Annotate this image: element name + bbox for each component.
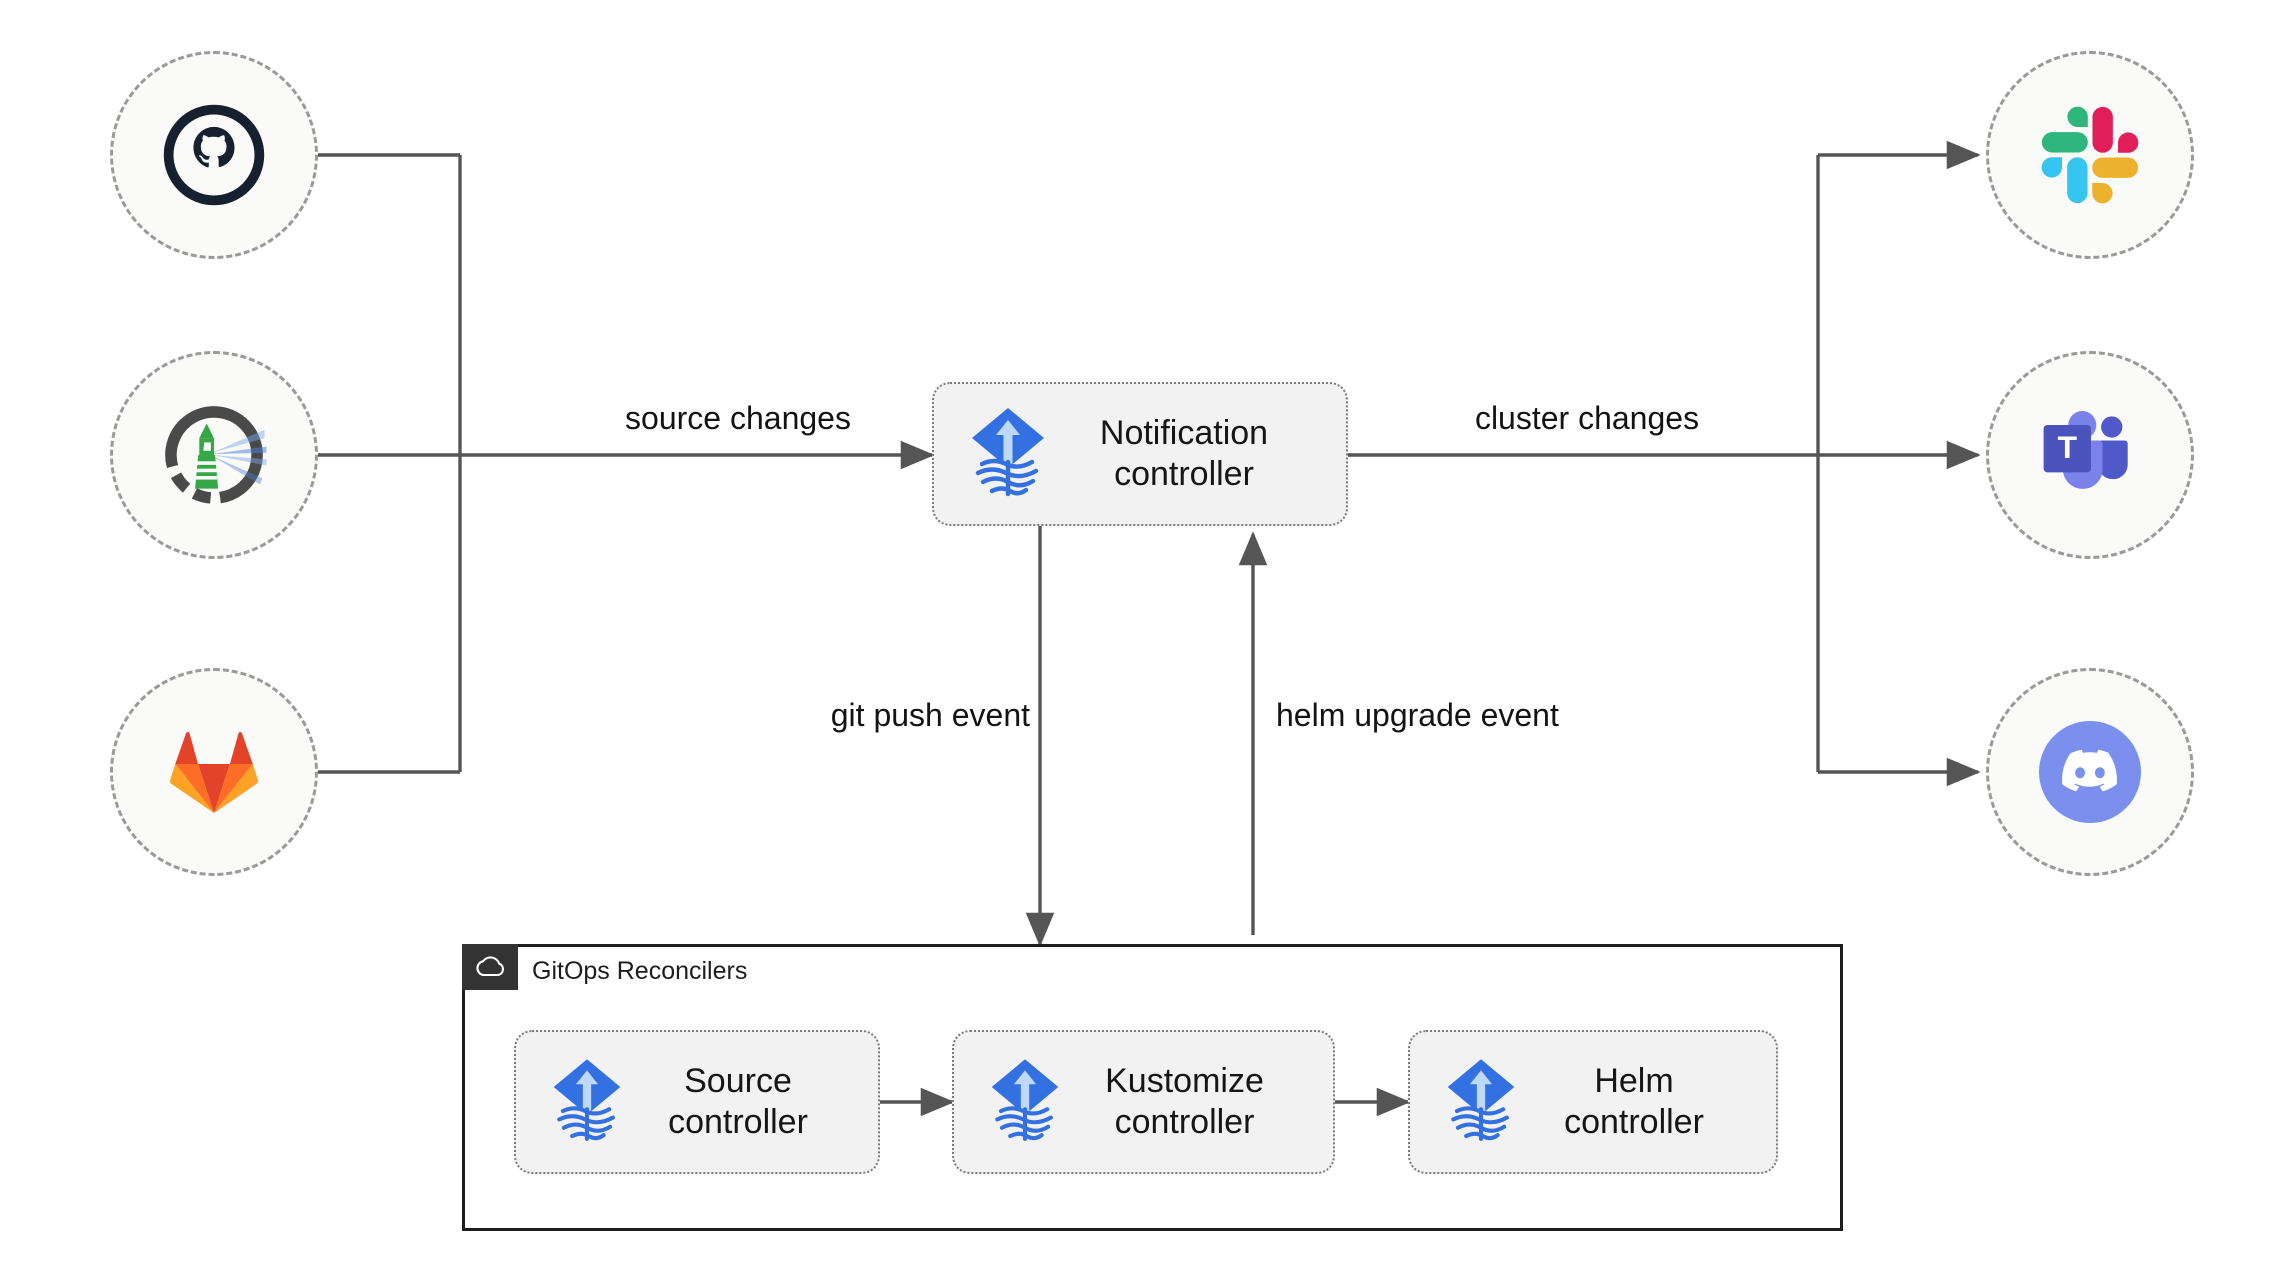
flux-icon — [988, 1053, 1062, 1152]
edge-label-source-changes: source changes — [625, 400, 851, 436]
edge-label-helm-upgrade-event: helm upgrade event — [1276, 697, 1559, 733]
notification-controller-card[interactable]: Notification controller — [932, 382, 1348, 526]
destination-node-slack[interactable] — [1986, 51, 2194, 259]
controller-label-source: Source controller — [668, 1062, 808, 1141]
controller-card-helm[interactable]: Helm controller — [1408, 1030, 1778, 1174]
flux-icon — [550, 1053, 624, 1152]
destination-node-discord[interactable] — [1986, 668, 2194, 876]
controller-card-kustomize[interactable]: Kustomize controller — [952, 1030, 1335, 1174]
helm-icon — [165, 406, 267, 504]
github-icon — [163, 104, 265, 206]
controller-card-source[interactable]: Source controller — [514, 1030, 880, 1174]
teams-icon: T — [2043, 411, 2128, 489]
edge-label-cluster-changes: cluster changes — [1474, 400, 1700, 436]
controller-label-kustomize: Kustomize controller — [1105, 1062, 1264, 1141]
source-node-github[interactable] — [110, 51, 318, 259]
svg-text:T: T — [2058, 429, 2078, 465]
group-icon-tab — [462, 944, 518, 990]
flux-icon — [1444, 1053, 1518, 1152]
destination-node-teams[interactable]: T — [1986, 351, 2194, 559]
discord-icon — [2039, 721, 2141, 823]
source-node-helm[interactable] — [110, 351, 318, 559]
slack-icon — [2041, 106, 2139, 204]
cloud-icon — [476, 956, 505, 977]
gitops-reconcilers-group — [462, 944, 1843, 1231]
edge-label-git-push-event: git push event — [830, 697, 1030, 733]
group-title: GitOps Reconcilers — [532, 957, 748, 985]
flux-icon — [968, 402, 1048, 507]
source-node-gitlab[interactable] — [110, 668, 318, 876]
controller-label-helm: Helm controller — [1564, 1062, 1704, 1141]
gitlab-icon — [169, 732, 259, 814]
notification-controller-label: Notification controller — [1099, 414, 1269, 493]
